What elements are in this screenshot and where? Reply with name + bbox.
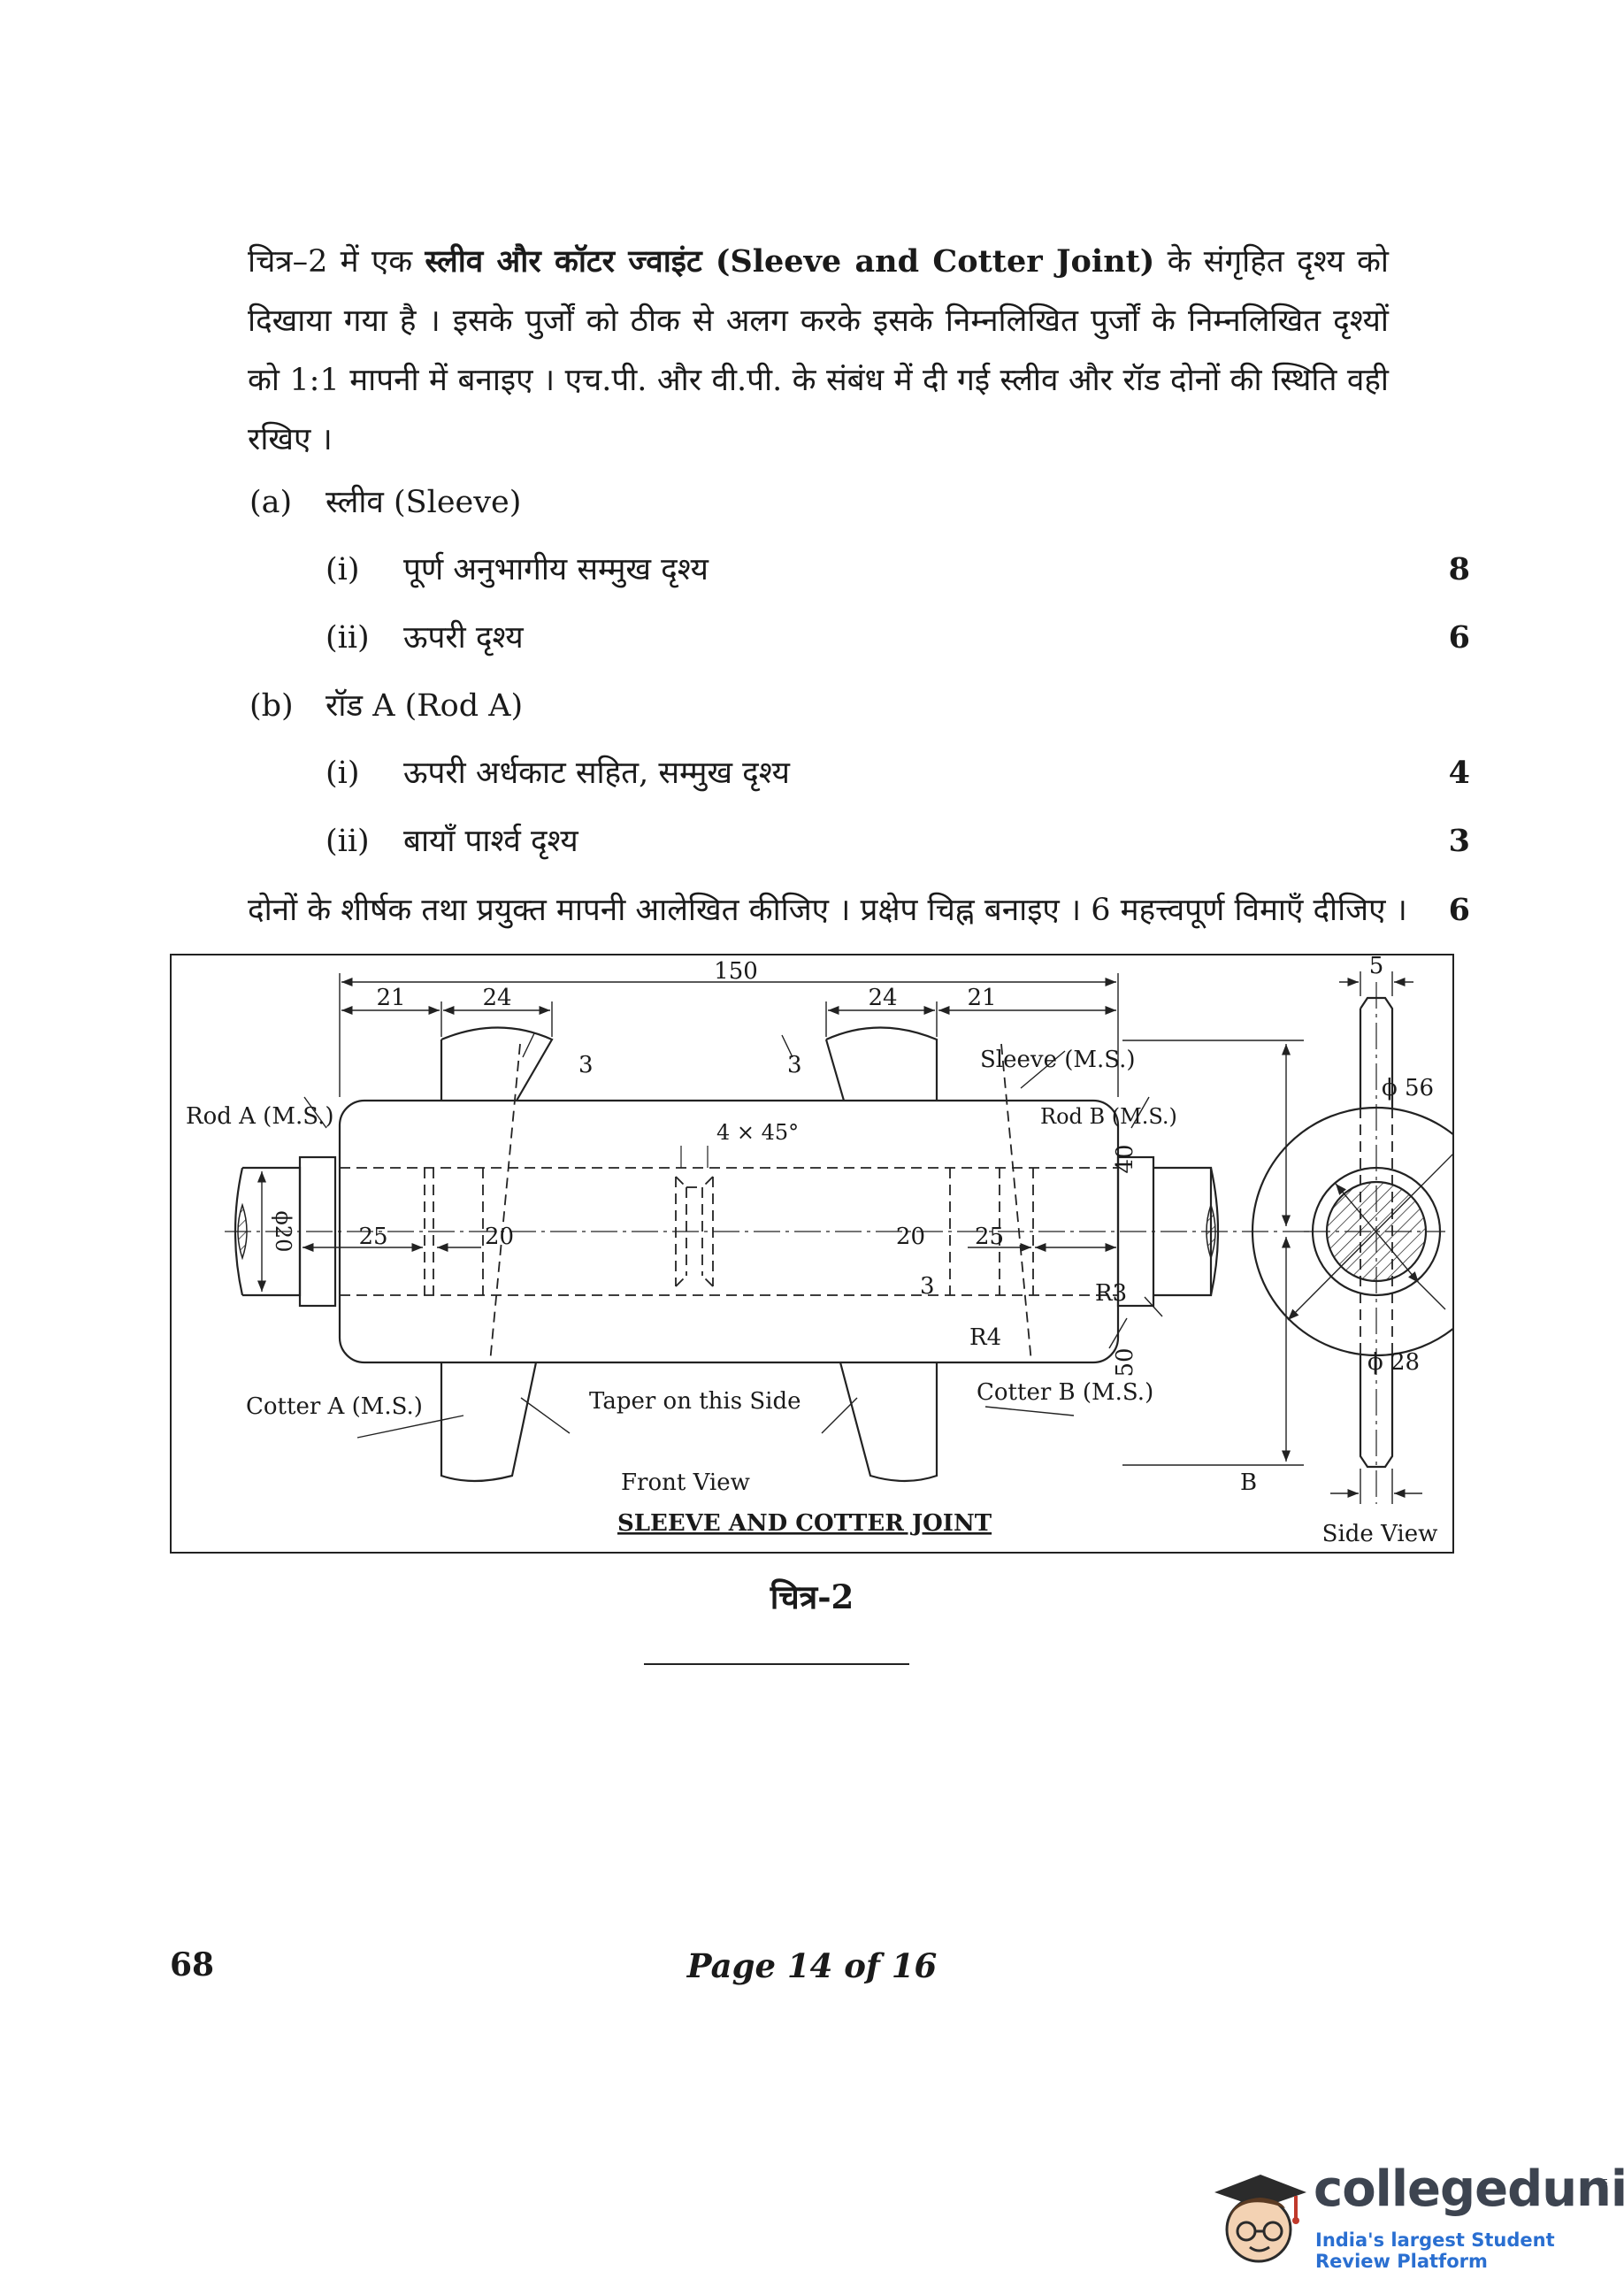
figure-labels: 150 21 24 24 21 3 3 3 4 × 45° ϕ20 25 20 … [186, 953, 1438, 1547]
cotter-bottom-side [1359, 1355, 1394, 1469]
label-sleeve: Sleeve (M.S.) [980, 1047, 1136, 1073]
page-number: 68 [170, 1946, 215, 1984]
cotter-a [440, 1026, 554, 1483]
question-item-a: (a) स्लीव (Sleeve) [0, 480, 1624, 526]
label-rod-a: Rod A (M.S.) [186, 1103, 334, 1130]
dim-v40: 40 [1112, 1144, 1138, 1173]
dim-r3: R3 [1095, 1280, 1127, 1307]
dim-right-24: 24 [868, 985, 897, 1011]
item-text: ऊपरी अर्धकाट सहित, सम्मुख दृश्य [403, 756, 790, 791]
logo-brand-text: collegedunia [1314, 2160, 1624, 2218]
question-intro: चित्र–2 में एक स्लीव और कॉटर ज्वाइंट (Sl… [248, 232, 1389, 470]
rod-a-collar [298, 1155, 337, 1308]
figure-caption: चित्र-2 [770, 1577, 854, 1616]
dim-d28: ϕ 28 [1367, 1349, 1420, 1376]
mascot-icon [1214, 2175, 1306, 2263]
item-label: (a) [249, 485, 293, 520]
item-text: बायाँ पार्श्व दृश्य [403, 824, 578, 859]
label-cotter-b: Cotter B (M.S.) [977, 1379, 1153, 1406]
item-text: पूर्ण अनुभागीय सम्मुख दृश्य [403, 552, 709, 587]
figure-frame: 150 21 24 24 21 3 3 3 4 × 45° ϕ20 25 20 … [170, 953, 1502, 1554]
dim-right-25: 25 [975, 1224, 1004, 1250]
dim-right-20: 20 [896, 1224, 925, 1250]
final-line-marks: 6 [1448, 892, 1470, 928]
question-item-b-i: (i) ऊपरी अर्धकाट सहित, सम्मुख दृश्य 4 [0, 750, 1624, 796]
label-side-view: Side View [1322, 1521, 1438, 1547]
label-cotter-a: Cotter A (M.S.) [246, 1393, 423, 1420]
front-dimensions [257, 973, 1304, 1466]
item-marks: 4 [1448, 755, 1470, 791]
item-label: (i) [326, 552, 360, 587]
dim-left-20: 20 [485, 1224, 514, 1250]
dim-three-c: 3 [920, 1273, 935, 1300]
dim-left-21: 21 [376, 985, 405, 1011]
dim-left-24: 24 [482, 985, 511, 1011]
intro-text-2: के संगृहित दृश्य को दिखाया गया है । इसके… [248, 244, 1389, 457]
rod-b-break [1209, 1167, 1220, 1296]
logo-tagline: India's largest Student Review Platform [1315, 2229, 1555, 2272]
label-taper: Taper on this Side [589, 1388, 801, 1415]
question-item-a-i: (i) पूर्ण अनुभागीय सम्मुख दृश्य 8 [0, 547, 1624, 593]
dim-d56: ϕ 56 [1382, 1075, 1434, 1101]
intro-text-1: चित्र–2 में एक [248, 244, 425, 280]
label-front-view: Front View [621, 1469, 750, 1496]
sleeve-cotter-drawing: 150 21 24 24 21 3 3 3 4 × 45° ϕ20 25 20 … [186, 953, 1502, 1547]
item-label: (ii) [326, 620, 370, 656]
logo-com-text: .com [1598, 2178, 1610, 2202]
item-text: स्लीव (Sleeve) [326, 485, 522, 520]
label-rod-b: Rod B (M.S.) [1040, 1104, 1177, 1129]
cotter-top-side [1359, 996, 1394, 1108]
question-item-b: (b) रॉड A (Rod A) [0, 683, 1624, 729]
item-text: रॉड A (Rod A) [326, 688, 524, 724]
question-item-a-ii: (ii) ऊपरी दृश्य 6 [0, 615, 1624, 661]
item-marks: 3 [1448, 823, 1470, 859]
final-line-text: दोनों के शीर्षक तथा प्रयुक्त मापनी आलेखि… [248, 893, 1407, 928]
item-marks: 8 [1448, 551, 1470, 587]
dim-chamfer: 4 × 45° [716, 1120, 799, 1145]
dim-b: B [1240, 1469, 1257, 1496]
sleeve-outline [338, 1099, 1120, 1364]
item-label: (i) [326, 756, 360, 791]
question-item-b-ii: (ii) बायाँ पार्श्व दृश्य 3 [0, 818, 1624, 864]
dim-five: 5 [1369, 955, 1384, 979]
side-view [1251, 971, 1502, 1504]
item-label: (ii) [326, 824, 370, 859]
collegedunia-logo: collegedunia .com India's largest Studen… [1199, 2157, 1624, 2272]
dim-right-21: 21 [967, 985, 996, 1011]
cotter-b [824, 1026, 938, 1483]
dim-total: 150 [714, 958, 758, 985]
page-indicator: Page 14 of 16 [686, 1946, 938, 1985]
item-marks: 6 [1448, 619, 1470, 656]
question-final-line: दोनों के शीर्षक तथा प्रयुक्त मापनी आलेखि… [0, 887, 1624, 933]
figure-title: SLEEVE AND COTTER JOINT [617, 1510, 992, 1537]
dim-r4: R4 [969, 1324, 1001, 1351]
end-rule [644, 1663, 909, 1665]
sleeve-hidden-lines [340, 1043, 1118, 1363]
front-view [225, 973, 1313, 1483]
dim-three-a: 3 [578, 1052, 594, 1078]
dim-three-b: 3 [787, 1052, 802, 1078]
item-label: (b) [249, 688, 294, 724]
dim-d20: ϕ20 [271, 1211, 295, 1253]
side-dimensions [1287, 971, 1465, 1504]
intro-bold-term: स्लीव और कॉटर ज्वाइंट (Sleeve and Cotter… [425, 243, 1155, 280]
dim-left-25: 25 [358, 1224, 387, 1250]
item-text: ऊपरी दृश्य [403, 620, 524, 656]
rod-a-break [234, 1167, 244, 1296]
dim-v50: 50 [1112, 1347, 1138, 1377]
